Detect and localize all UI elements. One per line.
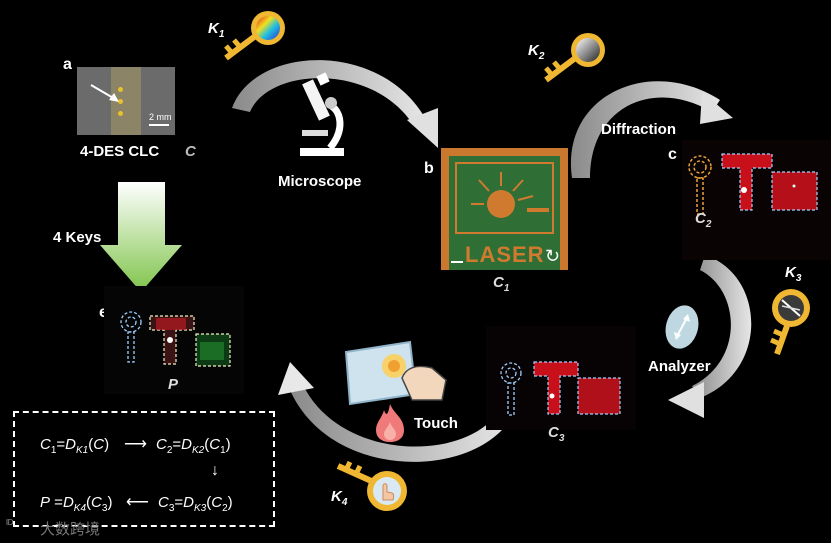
key4-label: K4: [331, 488, 348, 508]
flame-icon: [376, 404, 404, 442]
analyzer-pattern: [500, 361, 621, 416]
key2-icon: [544, 33, 605, 83]
diffraction-pattern: [688, 153, 818, 215]
panel-a-letter: a: [63, 56, 72, 73]
decrypted-pattern: [120, 311, 231, 367]
equation-4: P =DK4(C3): [40, 494, 113, 514]
key1-icon: [224, 11, 285, 61]
panel-b-letter: b: [424, 160, 434, 177]
arrow-right-icon: ⟶: [124, 436, 147, 453]
laser-text: LASER: [465, 242, 545, 267]
sun-logo-icon: [471, 172, 549, 218]
panel-b-var: C1: [493, 274, 510, 294]
equation-box: [13, 411, 275, 527]
touch-label: Touch: [414, 415, 458, 432]
microscope-label: Microscope: [278, 173, 362, 190]
panel-e-letter: e: [99, 304, 108, 322]
panel-c-var: C2: [695, 210, 712, 230]
analyzer-icon: [665, 305, 699, 349]
watermark-text: 大数跨境: [40, 521, 101, 538]
refresh-icon: ↻: [545, 246, 561, 266]
panel-d-var: C3: [548, 424, 565, 444]
arrow-a-to-b: [232, 60, 425, 123]
pointer-arrow-icon: [90, 84, 119, 102]
panel-c-letter: c: [668, 146, 677, 163]
panel-d-image: [486, 326, 636, 430]
analyzer-label: Analyzer: [648, 358, 711, 375]
touch-screen-icon: [344, 340, 447, 406]
arrow-b-to-c: [570, 81, 720, 178]
key2-label: K2: [528, 42, 545, 62]
four-keys-label: 4 Keys: [53, 229, 102, 246]
key3-label: K3: [785, 264, 802, 284]
panel-e-image: [104, 286, 244, 394]
panel-a-var: C: [185, 143, 196, 160]
equation-2: C2=DK2(C1): [156, 436, 231, 456]
scale-bar-label: 2 mm: [149, 112, 172, 122]
arrow-d-to-e: [290, 385, 510, 462]
watermark-logo-icon: ᴵᴰ: [6, 517, 14, 531]
panel-c-image: [682, 140, 831, 260]
arrow-down-icon: ↓: [211, 462, 219, 479]
key3-icon: [769, 289, 810, 356]
arrow-left-icon: ⟵: [126, 494, 149, 511]
equation-1: C1=DK1(C): [40, 436, 110, 456]
microscope-icon: [300, 72, 344, 156]
panel-a-caption: 4-DES CLC: [80, 143, 160, 160]
key4-icon: [336, 460, 407, 511]
arrow-c-to-d: [692, 255, 752, 398]
diffraction-label: Diffraction: [601, 121, 676, 138]
panel-a-photo: 2 mm: [77, 67, 175, 135]
key1-label: K1: [208, 20, 225, 40]
equation-3: C3=DK3(C2): [158, 494, 233, 514]
four-keys-arrow: [100, 182, 182, 292]
panel-e-var: P: [168, 376, 179, 393]
panel-b-image: LASER ↻: [441, 148, 568, 270]
